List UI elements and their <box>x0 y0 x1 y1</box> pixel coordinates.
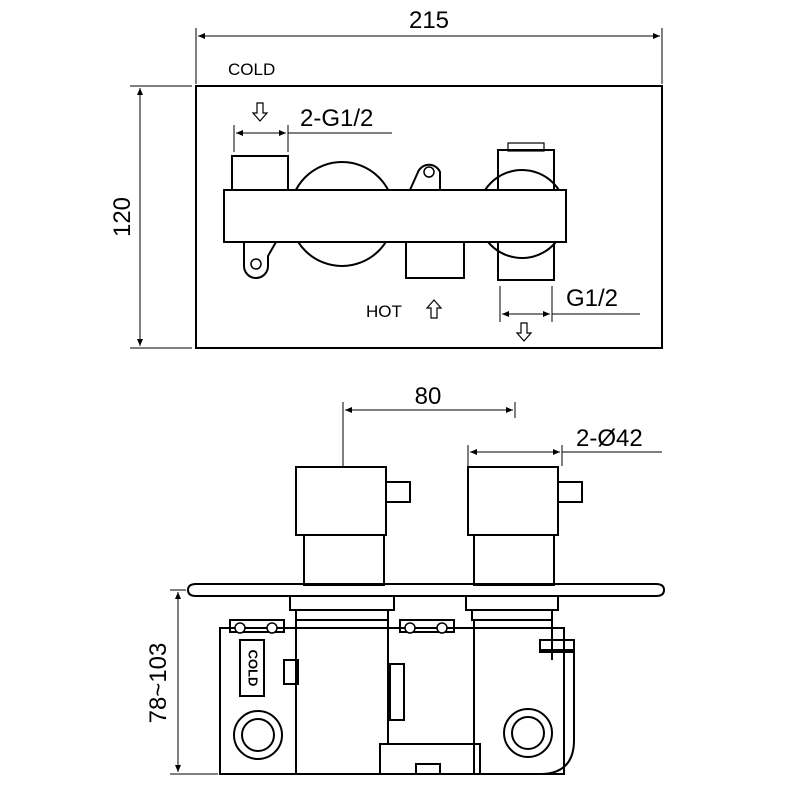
handle-diameter-dimension: 2-Ø42 <box>467 425 662 466</box>
mounting-lug-right <box>409 163 441 191</box>
outlet-label: G1/2 <box>566 285 618 312</box>
cold-tag-text: COLD <box>246 650 261 687</box>
inlet-dimension: 2-G1/2 <box>233 102 392 152</box>
height-dim-text: 120 <box>109 197 136 237</box>
valve-body <box>219 595 575 775</box>
cold-label: COLD <box>228 60 275 79</box>
top-view: 215 120 COLD 2-G1/2 <box>109 7 663 349</box>
side-view: 80 2-Ø42 <box>145 383 666 775</box>
cover-plate-outline <box>195 85 663 349</box>
depth-dim-text: 78~103 <box>145 643 172 724</box>
right-handle <box>467 466 583 586</box>
cover-plate-profile <box>186 583 666 597</box>
hot-label: HOT <box>366 302 402 321</box>
inlet-label: 2-G1/2 <box>300 105 373 132</box>
mixer-body <box>223 142 567 281</box>
spacing-dim-text: 80 <box>415 383 442 410</box>
outlet-arrow-icon <box>515 322 533 342</box>
height-dimension: 120 <box>109 85 192 349</box>
hot-inlet-arrow-icon <box>425 299 443 319</box>
mounting-lug-left <box>243 241 277 279</box>
cold-inlet-arrow-icon <box>251 102 269 122</box>
outlet-dimension: G1/2 <box>499 285 640 342</box>
width-dim-text: 215 <box>409 7 449 34</box>
width-dimension: 215 <box>195 7 663 84</box>
cold-tag: COLD <box>239 639 265 697</box>
handle-dia-text: 2-Ø42 <box>576 425 643 452</box>
depth-dimension: 78~103 <box>145 589 218 775</box>
left-handle <box>295 466 411 586</box>
spacing-dimension: 80 <box>342 383 516 466</box>
